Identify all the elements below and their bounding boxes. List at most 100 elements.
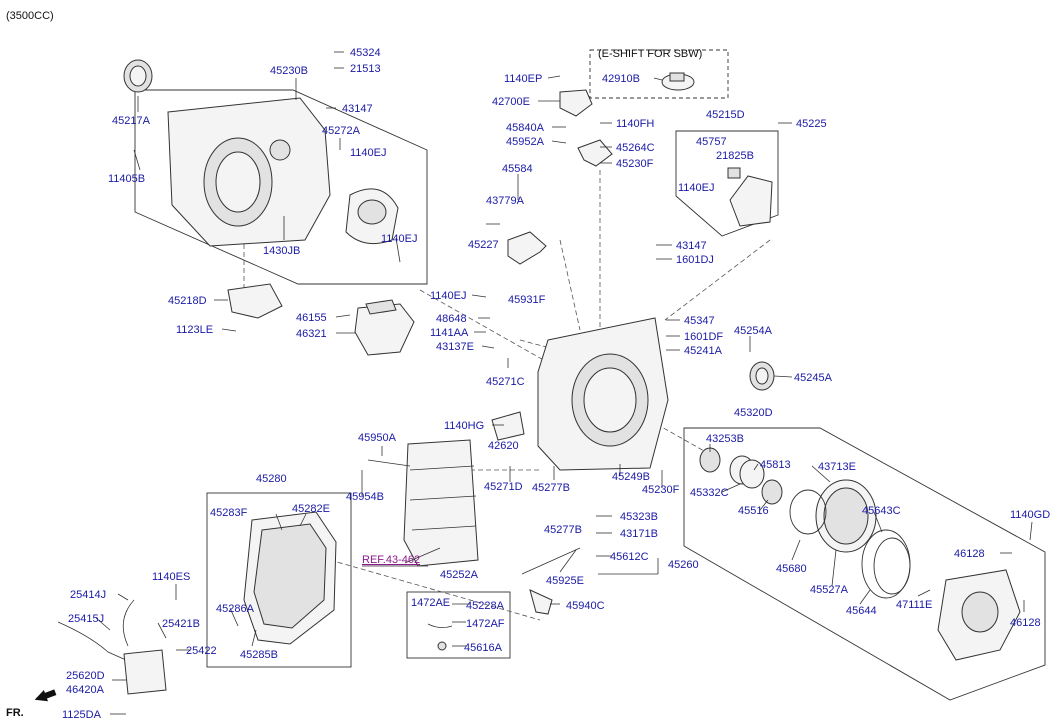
part-label: 43779A xyxy=(486,195,525,207)
part-label: 45840A xyxy=(506,122,545,134)
part-label: 47111E xyxy=(896,599,932,611)
part-label: 46420A xyxy=(66,684,105,696)
part-label: 48648 xyxy=(436,313,467,325)
part-label: 43253B xyxy=(706,433,744,445)
ref-43-462: REF.43-462 xyxy=(362,554,420,566)
part-label: 1140HG xyxy=(444,420,484,432)
part-label: 43171B xyxy=(620,528,658,540)
detent-lever xyxy=(577,139,613,167)
part-label: 46128 xyxy=(1010,617,1041,629)
part-label: 45516 xyxy=(738,505,769,517)
converter-housing xyxy=(167,97,331,247)
part-label: 45280 xyxy=(256,473,287,485)
clutch-drum xyxy=(789,479,877,553)
oil-cooler-pipes xyxy=(57,599,167,695)
part-label: 45277B xyxy=(532,482,570,494)
part-label: 45950A xyxy=(358,432,397,444)
part-label: 25422 xyxy=(186,645,217,657)
part-label: 1140EJ xyxy=(430,290,467,302)
part-label: 45272A xyxy=(322,125,361,137)
part-label: 25620D xyxy=(66,670,105,682)
part-label: 1601DJ xyxy=(676,254,714,266)
solenoid-connector xyxy=(491,411,525,441)
part-label: 1123LE xyxy=(176,324,213,336)
part-label: 45271D xyxy=(484,481,523,493)
group-boxes xyxy=(134,49,1046,701)
part-label: 21513 xyxy=(350,63,381,75)
part-label: 45277B xyxy=(544,524,582,536)
part-label: 45218D xyxy=(168,295,207,307)
part-label: 45813 xyxy=(760,459,791,471)
part-label: 45954B xyxy=(346,491,384,503)
part-label: 45320D xyxy=(734,407,773,419)
part-label: 45217A xyxy=(112,115,151,127)
part-label: 45324 xyxy=(350,47,381,59)
e-shift-box xyxy=(589,49,729,99)
leader-lines xyxy=(95,51,1033,715)
part-label: 45282E xyxy=(292,503,330,515)
manual-lever-shaft xyxy=(507,231,547,265)
part-label: 45644 xyxy=(846,605,877,617)
part-label: 1472AF xyxy=(466,618,505,630)
part-label: 45584 xyxy=(502,163,533,175)
sensor-42700e xyxy=(559,89,593,117)
part-label: 1601DF xyxy=(684,331,723,343)
part-label: 1140GD xyxy=(1010,509,1050,521)
part-label: 42700E xyxy=(492,96,530,108)
valve-body xyxy=(403,439,479,567)
clutch-retainer xyxy=(699,447,783,505)
part-label: 45931F xyxy=(508,294,546,306)
detent-spring-45950a xyxy=(367,459,411,467)
part-label: 45254A xyxy=(734,325,773,337)
clutch-pack-box xyxy=(683,427,1046,701)
transmission-case xyxy=(537,317,669,471)
part-label: 1140EP xyxy=(504,73,542,85)
part-label: 43147 xyxy=(676,240,707,252)
part-label: 43147 xyxy=(342,103,373,115)
front-direction-arrow-icon xyxy=(34,689,57,702)
part-label: 45271C xyxy=(486,376,525,388)
part-label: 45245A xyxy=(794,372,833,384)
part-label: 45612C xyxy=(610,551,649,563)
part-labels: 45324 21513 45230B 45217A 43147 45272A 1… xyxy=(62,47,1050,721)
part-label: 1141AA xyxy=(430,327,469,339)
part-label: 46155 xyxy=(296,312,327,324)
oil-seal-45245a xyxy=(749,361,775,391)
part-label: 45241A xyxy=(684,345,723,357)
part-label: 1140EJ xyxy=(381,233,418,245)
part-label: 11405B xyxy=(108,173,145,185)
part-label: 42620 xyxy=(488,440,519,452)
part-label: 1140FH xyxy=(616,118,654,130)
part-label: 45347 xyxy=(684,315,715,327)
part-label: 43713E xyxy=(818,461,856,473)
oil-strainer xyxy=(354,299,415,356)
part-label: 45323B xyxy=(620,511,658,523)
part-label: 45230B xyxy=(270,65,308,77)
e-shift-actuator xyxy=(661,72,695,91)
part-label: 45643C xyxy=(862,505,901,517)
part-label: 21825B xyxy=(716,150,754,162)
part-label: 45286A xyxy=(216,603,255,615)
oil-seal-45217a xyxy=(123,59,153,93)
baffle-cover xyxy=(345,188,399,245)
direction-label: FR. xyxy=(6,707,24,719)
part-label: 45940C xyxy=(566,600,605,612)
bracket-45218d xyxy=(227,283,283,319)
part-label: 45225 xyxy=(796,118,827,130)
part-label: 1125DA xyxy=(62,709,102,721)
header-texts: (3500CC) FR. (E-SHIFT FOR SBW) REF.43-46… xyxy=(6,10,702,719)
part-label: 45283F xyxy=(210,507,248,519)
e-shift-title: (E-SHIFT FOR SBW) xyxy=(598,48,702,60)
oil-pan-box xyxy=(206,492,352,668)
shift-bracket-box xyxy=(675,130,779,237)
part-label: 45230F xyxy=(642,484,680,496)
part-label: 45230F xyxy=(616,158,654,170)
part-label: 45527A xyxy=(810,584,849,596)
part-label: 1430JB xyxy=(263,245,300,257)
converter-housing-box xyxy=(134,89,428,285)
oil-pan xyxy=(243,511,337,645)
part-label: 25415J xyxy=(68,613,104,625)
part-label: 45952A xyxy=(506,136,545,148)
part-label: 45264C xyxy=(616,142,655,154)
